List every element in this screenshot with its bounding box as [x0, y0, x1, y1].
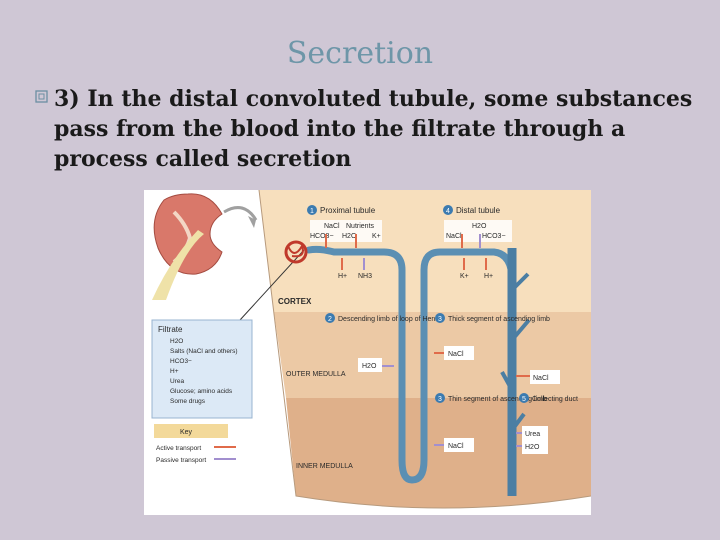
cd-h2o: H2O — [525, 444, 540, 451]
step-2-label: Descending limb of loop of Henle — [338, 316, 441, 323]
cd-nacl: NaCl — [533, 375, 549, 382]
cortex-label: CORTEX — [278, 297, 312, 306]
desc-h2o: H2O — [362, 363, 377, 370]
prox-h: H+ — [338, 273, 347, 280]
step-2-num: 2 — [328, 316, 332, 323]
filtrate-item: Salts (NaCl and others) — [170, 348, 238, 355]
step-5-label: Collecting duct — [532, 396, 578, 403]
kidney-icon — [152, 193, 223, 300]
bullet-point: 3) In the distal convoluted tubule, some… — [34, 84, 694, 174]
filtrate-title: Filtrate — [158, 325, 183, 334]
step-1-label: Proximal tubule — [320, 206, 376, 215]
outer-medulla-label: OUTER MEDULLA — [286, 371, 346, 378]
nephron-figure: 1 Proximal tubule 4 Distal tubule 2 Desc… — [144, 190, 591, 515]
prox-nacl: NaCl — [324, 223, 340, 230]
dist-h: H+ — [484, 273, 493, 280]
filtrate-box: Filtrate H2O Salts (NaCl and others) HCO… — [151, 319, 253, 419]
cd-urea: Urea — [525, 431, 540, 438]
step-4-label: Distal tubule — [456, 206, 501, 215]
step-4-num: 4 — [446, 208, 450, 215]
step-1-num: 1 — [310, 208, 314, 215]
box-bullet-icon — [34, 89, 50, 105]
prox-h2o: H2O — [342, 233, 357, 240]
filtrate-item: H2O — [170, 338, 183, 345]
filtrate-item: HCO3− — [170, 358, 192, 365]
step-3-thick-label: Thick segment of ascending limb — [448, 316, 550, 323]
slide-title: Secretion — [286, 36, 434, 71]
prox-nutrients: Nutrients — [346, 223, 375, 230]
thin-nacl: NaCl — [448, 443, 464, 450]
bullet-text: 3) In the distal convoluted tubule, some… — [54, 86, 693, 172]
dist-h2o: H2O — [472, 223, 487, 230]
nephron-tubule — [305, 245, 516, 484]
dist-nacl: NaCl — [446, 233, 462, 240]
thick-nacl: NaCl — [448, 351, 464, 358]
key-title: Key — [180, 429, 193, 436]
glomerulus-icon — [284, 240, 308, 264]
filtrate-item: H+ — [170, 368, 179, 375]
step-3-thin-label: Thin segment of ascending limb — [448, 396, 547, 403]
filtrate-item: Some drugs — [170, 398, 206, 405]
step-3-thick-num: 3 — [438, 316, 442, 323]
step-3-thin-num: 3 — [438, 396, 442, 403]
dist-hco3: HCO3− — [482, 233, 506, 240]
key-passive: Passive transport — [156, 457, 206, 464]
prox-hco3: HCO3− — [310, 233, 334, 240]
prox-k: K+ — [372, 233, 381, 240]
filtrate-item: Urea — [170, 378, 184, 385]
outer-medulla-zone — [274, 312, 591, 398]
inner-medulla-label: INNER MEDULLA — [296, 463, 353, 470]
step-5-num: 5 — [522, 396, 526, 403]
dist-k: K+ — [460, 273, 469, 280]
key-active: Active transport — [156, 445, 201, 452]
prox-nh3: NH3 — [358, 273, 372, 280]
legend-key: Key Active transport Passive transport — [154, 424, 236, 464]
filtrate-item: Glucose; amino acids — [170, 388, 233, 395]
